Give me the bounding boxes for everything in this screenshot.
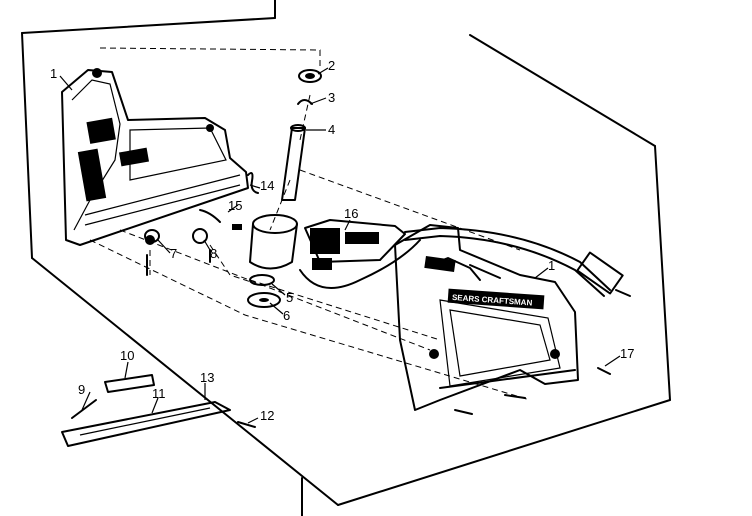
assembly-guide-lines [89, 47, 531, 401]
callout-4: 4 [328, 122, 335, 137]
callout-12: 12 [260, 408, 274, 423]
solenoid-coil [249, 214, 298, 270]
leader-lines [59, 67, 621, 424]
callout-5: 5 [286, 290, 293, 305]
callout-2: 2 [328, 58, 335, 73]
switch-cord-assembly [299, 219, 631, 297]
washer-parts [247, 274, 281, 308]
callout-17: 17 [620, 346, 634, 361]
left-housing-half [61, 68, 249, 246]
callout-10: 10 [120, 348, 134, 363]
guide-bar-parts [61, 374, 256, 447]
callout-9: 9 [78, 382, 85, 397]
diagram-frame [21, 0, 671, 516]
pin-parts [144, 172, 259, 276]
callout-8: 8 [210, 246, 217, 261]
callout-labels: 1 2 3 4 5 6 7 8 9 10 11 12 13 14 15 16 1… [50, 58, 634, 423]
assembled-stapler: SEARS CRAFTSMAN [394, 224, 611, 415]
callout-3: 3 [328, 90, 335, 105]
callout-16: 16 [344, 206, 358, 221]
callout-14: 14 [260, 178, 274, 193]
callout-1-right: 1 [548, 258, 555, 273]
callout-7: 7 [170, 246, 177, 261]
top-small-parts [281, 69, 322, 201]
callout-1-left: 1 [50, 66, 57, 81]
callout-6: 6 [283, 308, 290, 323]
callout-11: 11 [152, 386, 166, 401]
callout-13: 13 [200, 370, 214, 385]
callout-15: 15 [228, 198, 242, 213]
